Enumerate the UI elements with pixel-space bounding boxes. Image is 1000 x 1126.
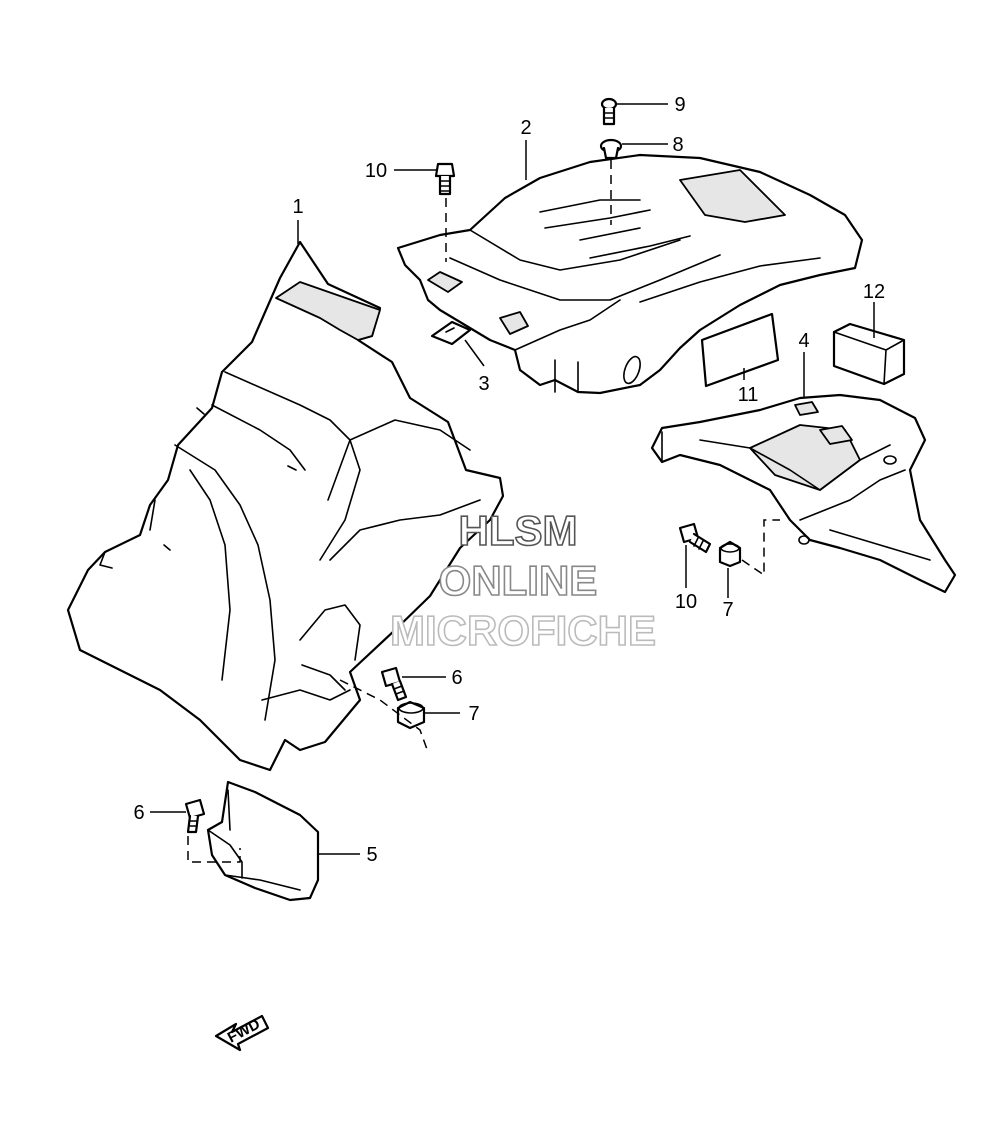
callout-2: 2 xyxy=(520,117,531,139)
callout-1: 1 xyxy=(292,196,303,218)
part-2-rear-fender xyxy=(396,153,864,395)
callout-7-middle: 7 xyxy=(468,703,479,725)
callout-9: 9 xyxy=(674,94,685,116)
part-6-bolt-bottom xyxy=(150,798,206,834)
callout-8: 8 xyxy=(672,134,683,156)
callout-3: 3 xyxy=(478,373,489,395)
watermark-line-2: ONLINE xyxy=(439,557,598,604)
watermark-line-1: HLSM xyxy=(459,507,578,554)
fwd-arrow-icon: FWD xyxy=(214,1014,270,1052)
callout-10-right: 10 xyxy=(675,591,697,613)
callout-12: 12 xyxy=(863,281,885,303)
callout-11: 11 xyxy=(738,384,759,406)
callout-10-top: 10 xyxy=(365,160,387,182)
part-9-screw xyxy=(600,97,668,126)
part-4-rear-fender-lower xyxy=(650,352,957,594)
part-3-clip xyxy=(430,320,485,367)
part-11-pad xyxy=(700,312,780,388)
callout-6-bottom: 6 xyxy=(133,802,144,824)
part-7-nut-right xyxy=(718,540,742,598)
callout-7-right: 7 xyxy=(722,599,733,621)
part-1-fender xyxy=(66,240,505,772)
watermark: HLSM ONLINE MICROFICHE xyxy=(389,506,657,655)
part-12-block xyxy=(832,302,906,386)
part-6-bolt-middle xyxy=(380,666,446,702)
callout-6-middle: 6 xyxy=(451,667,462,689)
callout-4: 4 xyxy=(798,330,809,352)
callout-5: 5 xyxy=(366,844,377,866)
watermark-line-3: MICROFICHE xyxy=(390,607,656,654)
part-5-mud-flap xyxy=(206,780,360,902)
part-7-nut-middle xyxy=(396,700,460,730)
part-10-bolt-right xyxy=(678,522,712,588)
part-10-bolt-top xyxy=(394,162,456,196)
part-8-grommet xyxy=(599,138,668,160)
